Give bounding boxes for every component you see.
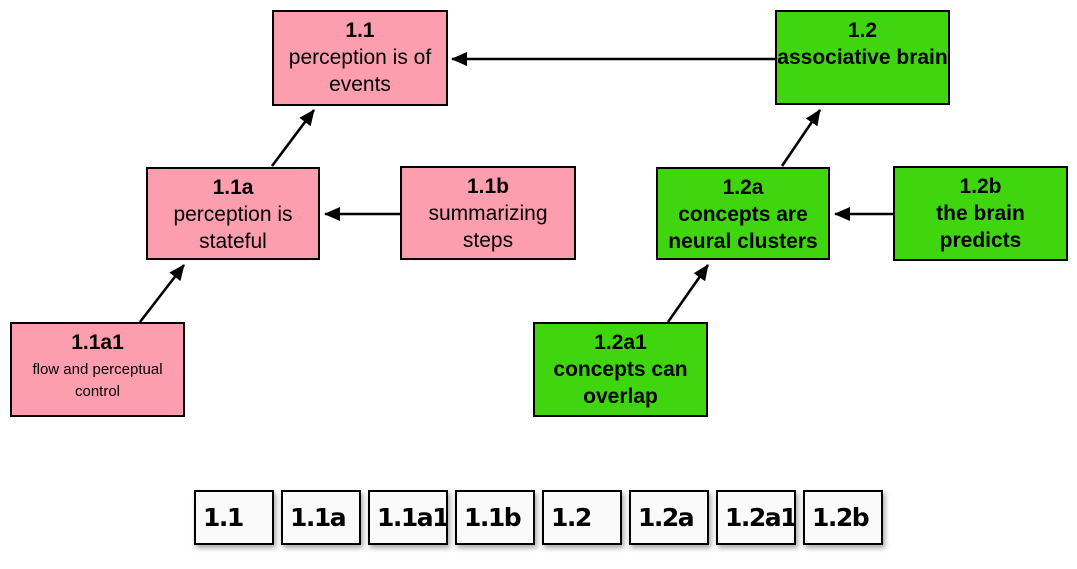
- arrow-1-1a-to-1-1: [270, 109, 316, 167]
- card-1-2b[interactable]: 1.2b: [803, 490, 883, 545]
- card-1-2a1[interactable]: 1.2a1: [716, 490, 798, 545]
- card-1-1[interactable]: 1.1: [194, 490, 274, 545]
- node-title: 1.2b: [959, 175, 1002, 198]
- node-body: perception is stateful: [173, 202, 293, 253]
- card-1-2[interactable]: 1.2: [542, 490, 622, 545]
- card-1-2a[interactable]: 1.2a: [629, 490, 709, 545]
- node-title: 1.1a1: [71, 331, 124, 354]
- card-label: 1.1a: [290, 503, 347, 532]
- card-label: 1.2b: [812, 503, 870, 532]
- node-title: 1.2a1: [594, 331, 647, 354]
- arrow-1-2a1-to-1-2a: [666, 264, 710, 323]
- node-title: 1.1b: [466, 175, 510, 198]
- card-1-1b[interactable]: 1.1b: [455, 490, 535, 545]
- node-body: summarizing steps: [428, 201, 548, 252]
- node-body: the brain predicts: [936, 201, 1025, 252]
- node-1-2a1[interactable]: 1.2a1 concepts can overlap: [533, 322, 708, 417]
- node-body: concepts can overlap: [553, 357, 688, 408]
- node-title: 1.2a: [722, 176, 764, 199]
- card-1-1a[interactable]: 1.1a: [281, 490, 361, 545]
- arrow-1-1a1-to-1-1a: [138, 264, 186, 323]
- node-1-1[interactable]: 1.1 perception is of events: [272, 10, 448, 106]
- node-body: associative brain: [777, 45, 948, 69]
- card-label: 1.2a: [638, 503, 695, 532]
- node-1-2a[interactable]: 1.2a concepts are neural clusters: [656, 167, 830, 260]
- card-label: 1.2a1: [725, 503, 798, 532]
- card-label: 1.2: [551, 503, 592, 532]
- node-body: perception is of events: [288, 45, 432, 96]
- node-1-1b[interactable]: 1.1b summarizing steps: [400, 166, 576, 260]
- card-label: 1.1b: [464, 503, 522, 532]
- node-title: 1.2: [847, 19, 878, 42]
- node-title: 1.1: [345, 19, 375, 42]
- card-label: 1.1a1: [377, 503, 450, 532]
- node-title: 1.1a: [212, 176, 254, 199]
- node-1-2b[interactable]: 1.2b the brain predicts: [893, 166, 1068, 261]
- card-row: 1.1 1.1a 1.1a1 1.1b 1.2 1.2a 1.2a1 1.2b: [0, 490, 1077, 545]
- node-1-2[interactable]: 1.2 associative brain: [775, 10, 950, 105]
- node-body: concepts are neural clusters: [668, 202, 818, 253]
- node-1-1a1[interactable]: 1.1a1 flow and perceptual control: [10, 322, 185, 417]
- node-body: flow and perceptual control: [32, 360, 163, 400]
- card-1-1a1[interactable]: 1.1a1: [368, 490, 450, 545]
- arrow-1-2a-to-1-2: [780, 109, 822, 167]
- node-1-1a[interactable]: 1.1a perception is stateful: [146, 167, 320, 260]
- card-label: 1.1: [203, 503, 244, 532]
